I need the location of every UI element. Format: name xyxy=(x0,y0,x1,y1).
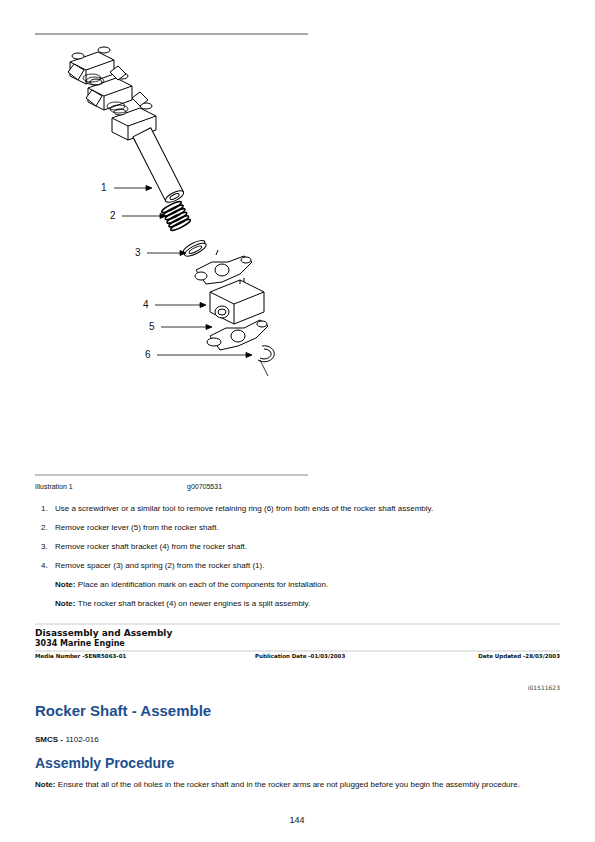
date-updated: Date Updated -28/03/2003 xyxy=(478,653,560,659)
spring-coil xyxy=(161,200,183,214)
text-block: Note:Place an identification mark on eac… xyxy=(55,580,560,590)
callout-number: 1 xyxy=(101,182,107,193)
text-block: 3034 Marine Engine xyxy=(35,639,435,649)
step-number: 4. xyxy=(41,561,48,570)
text-block: Note:The rocker shaft bracket (4) on new… xyxy=(55,599,560,609)
text-block: 1. xyxy=(41,504,55,514)
spring-coil xyxy=(166,211,188,225)
spring-coil xyxy=(170,218,192,232)
text-block: Media Number -SENR5063-01 xyxy=(35,653,235,660)
upper-assembly xyxy=(68,47,156,140)
spring xyxy=(161,200,192,232)
smcs-code: 1102-016 xyxy=(65,735,98,744)
note-label: Note: xyxy=(55,599,75,608)
spring-coil xyxy=(164,207,186,221)
rocker-lever xyxy=(207,320,268,350)
callout-number: 5 xyxy=(149,321,155,332)
step-text: Use a screwdriver or a similar tool to r… xyxy=(55,504,433,513)
spacer xyxy=(181,238,207,259)
text-block: 1 xyxy=(101,182,113,195)
note-text: The rocker shaft bracket (4) on newer en… xyxy=(78,599,310,608)
figure-label: Illustration 1 xyxy=(35,483,73,490)
smcs-label: SMCS - xyxy=(35,735,63,744)
text-block: 2. xyxy=(41,523,55,533)
text-block: Date Updated -28/03/2003 xyxy=(400,653,560,660)
text-block: 4. xyxy=(41,561,55,571)
figure-id: g00705531 xyxy=(187,483,222,490)
note-label: Note: xyxy=(35,780,55,789)
text-block: Remove spacer (3) and spring (2) from th… xyxy=(55,561,560,571)
step-text: Remove rocker shaft bracket (4) from the… xyxy=(55,542,247,551)
engine-name: 3034 Marine Engine xyxy=(35,639,125,648)
procedure-heading: Assembly Procedure xyxy=(35,755,174,771)
text-block: Remove rocker lever (5) from the rocker … xyxy=(55,523,560,533)
document-id: i01511623 xyxy=(528,684,560,691)
retaining-ring xyxy=(258,346,274,376)
page-number: 144 xyxy=(289,815,304,825)
text-block: Use a screwdriver or a similar tool to r… xyxy=(55,504,560,514)
section-heading: Disassembly and Assembly xyxy=(35,628,172,638)
step-number: 2. xyxy=(41,523,48,532)
text-block: Illustration 1 xyxy=(35,483,175,492)
text-block: Rocker Shaft - Assemble xyxy=(35,702,555,721)
rocker-shaft-bracket xyxy=(210,278,264,324)
text-block: 3 xyxy=(135,247,147,260)
text-block: Remove rocker shaft bracket (4) from the… xyxy=(55,542,560,552)
text-block: 4 xyxy=(143,299,155,312)
note-text: Ensure that all of the oil holes in the … xyxy=(58,780,520,789)
text-block: 5 xyxy=(149,321,161,334)
text-block: 3. xyxy=(41,542,55,552)
callout-number: 2 xyxy=(110,210,116,221)
spring-coil xyxy=(168,214,190,228)
note-text: Place an identification mark on each of … xyxy=(78,580,328,589)
callout-number: 6 xyxy=(145,349,151,360)
rules xyxy=(35,34,560,651)
text-block: Assembly Procedure xyxy=(35,755,555,773)
step-number: 3. xyxy=(41,542,48,551)
text-block: Note:Ensure that all of the oil holes in… xyxy=(35,780,560,790)
text-block: 2 xyxy=(110,210,122,223)
text-block: 6 xyxy=(145,349,157,362)
leader-lines xyxy=(114,186,252,358)
text-block: 144 xyxy=(247,815,347,826)
text-block: Disassembly and Assembly xyxy=(35,628,435,639)
media-number: Media Number -SENR5063-01 xyxy=(35,653,126,659)
rocker-shaft-illustration xyxy=(68,47,274,376)
page-title: Rocker Shaft - Assemble xyxy=(35,702,211,719)
callout-number: 3 xyxy=(135,247,141,258)
text-block: i01511623 xyxy=(440,684,560,692)
text-block: g00705531 xyxy=(187,483,297,492)
rocker-shaft xyxy=(133,128,185,205)
step-number: 1. xyxy=(41,504,48,513)
step-text: Remove spacer (3) and spring (2) from th… xyxy=(55,561,264,570)
rocker-lever-upper xyxy=(195,250,252,284)
note-label: Note: xyxy=(55,580,75,589)
text-block: SMCS -1102-016 xyxy=(35,735,335,745)
step-text: Remove rocker lever (5) from the rocker … xyxy=(55,523,219,532)
publication-date: Publication Date -01/03/2003 xyxy=(255,653,345,659)
callout-number: 4 xyxy=(143,299,149,310)
text-block: Publication Date -01/03/2003 xyxy=(255,653,435,660)
